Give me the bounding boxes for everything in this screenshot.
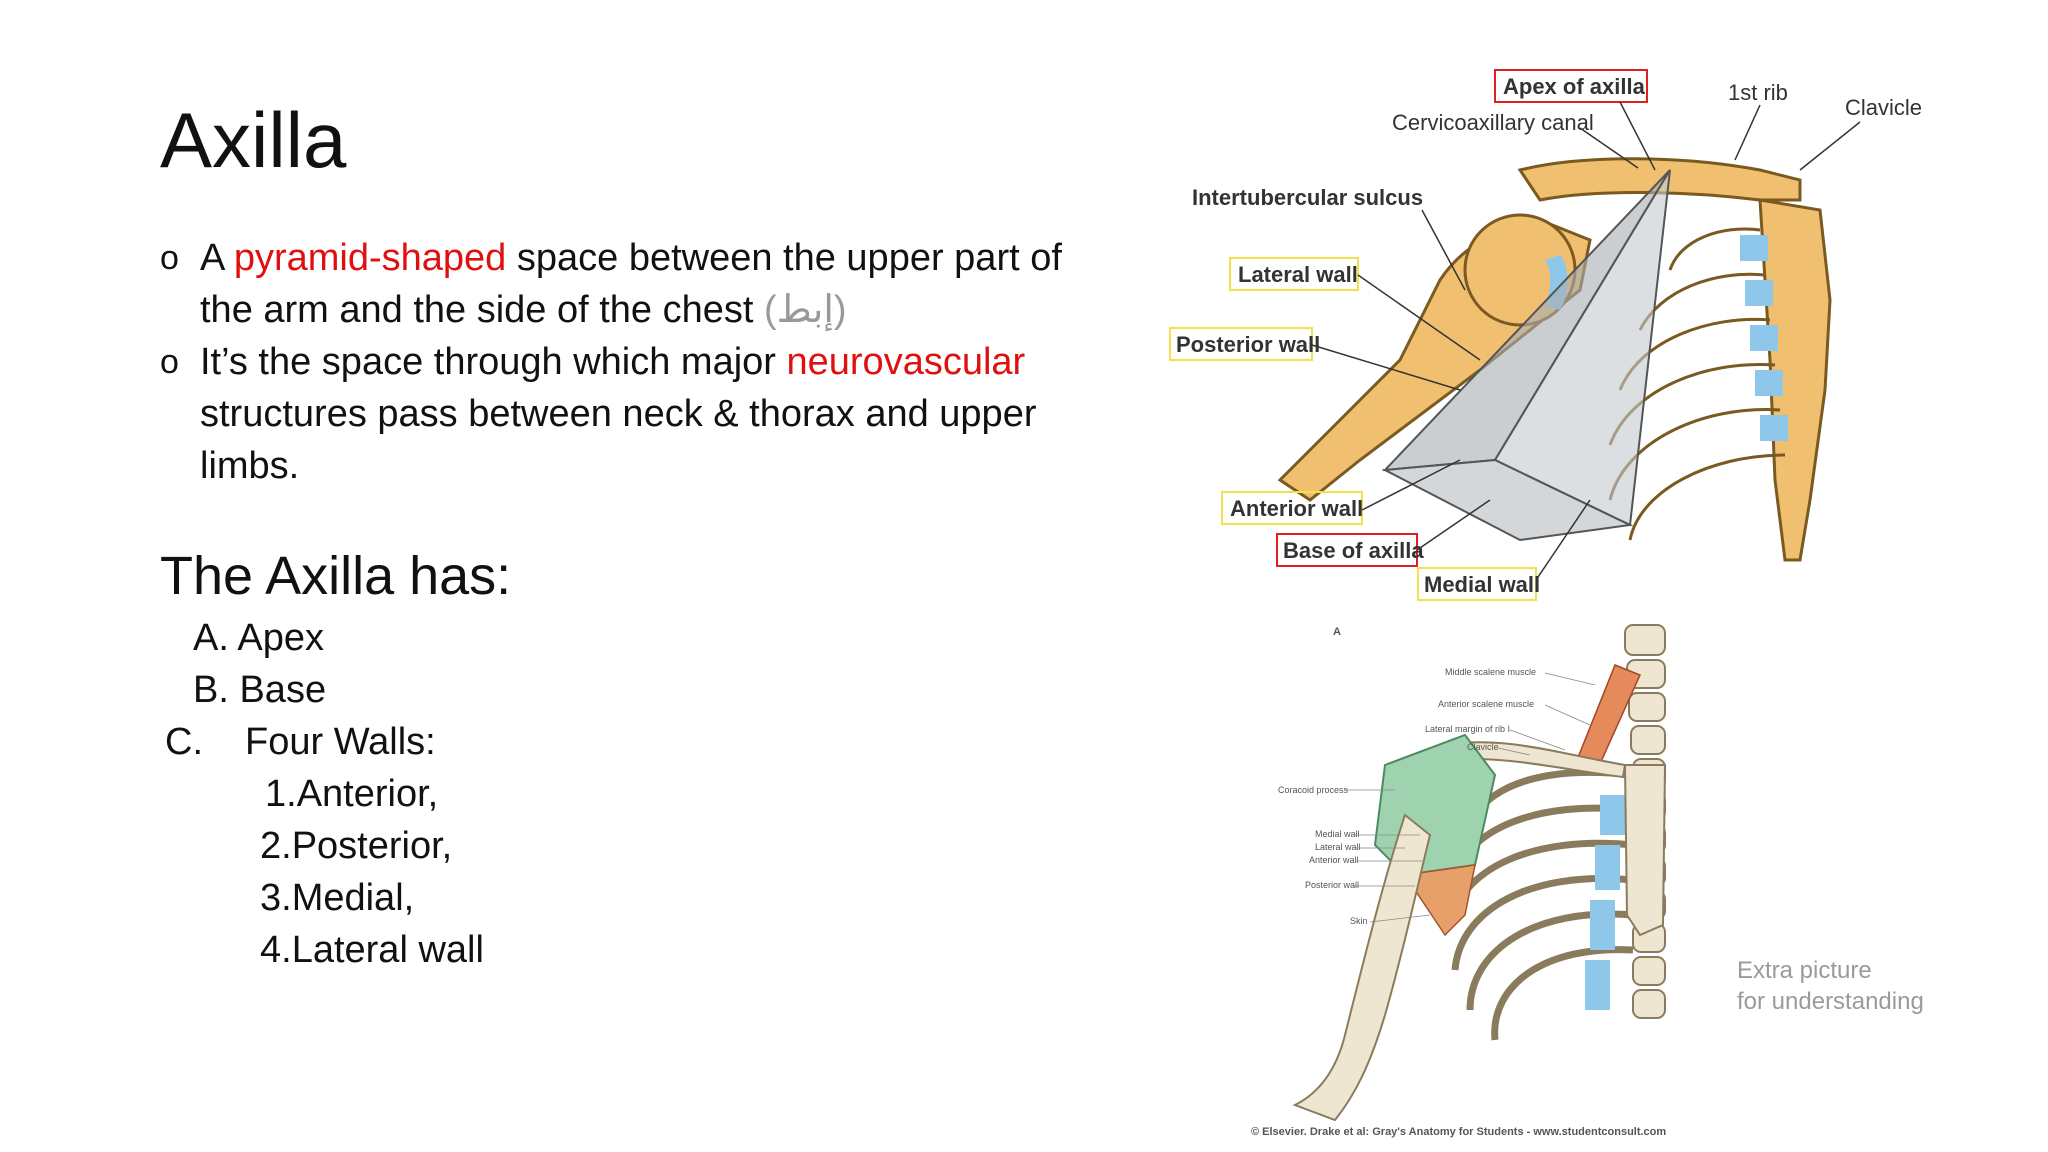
leader-line [1497,747,1531,756]
leader-line [1311,344,1461,391]
leader-line [1579,127,1639,169]
label-box-red [1494,69,1648,103]
vertebra-shape [1632,989,1666,1019]
leader-line [1357,274,1481,361]
label-clavicle: Clavicle [1845,95,1922,120]
bullet-text-end: structures pass between neck & thorax an… [200,393,1037,487]
section-heading: The Axilla has: [160,546,512,606]
label-anterior-scalene: Anterior scalene muscle [1438,699,1534,709]
bullet-item: o A pyramid-shaped space between the upp… [160,232,1080,336]
leader-line [1619,101,1656,171]
slide-title: Axilla [160,96,347,184]
leader-line [1369,914,1431,923]
label-lateral-wall: Lateral wall [1238,262,1358,287]
extra-picture-note: Extra picture for understanding [1737,955,1924,1017]
highlight-term: pyramid-shaped [233,237,507,279]
wall-posterior: 2.Posterior, [260,825,453,867]
bullet-text: It’s the space through which major neuro… [200,336,1080,492]
leader-line [1734,104,1761,161]
bullet-item: o It’s the space through which major neu… [160,336,1080,492]
label-posterior-small: Posterior wall [1305,880,1359,890]
leader-line [1509,729,1566,751]
leader-lines [1345,672,1596,923]
bullet-text-start: It’s the space through which major [200,341,787,383]
bullet-text-start: A [200,237,234,279]
cartilage-shape [1755,370,1783,396]
list-item-apex: A. Apex [193,617,324,659]
label-middle-scalene: Middle scalene muscle [1445,667,1536,677]
label-canal: Cervicoaxillary canal [1392,110,1594,135]
leader-line [1544,704,1591,726]
vertebra-shape [1632,956,1666,986]
vertebra-shape [1624,624,1666,656]
leader-lines [1311,101,1861,581]
label-base: Base of axilla [1283,538,1424,563]
label-posterior-wall: Posterior wall [1176,332,1320,357]
label-sulcus: Intertubercular sulcus [1192,185,1423,210]
label-apex: Apex of axilla [1503,74,1646,99]
cartilage-shape [1595,845,1620,890]
extra-note-line: for understanding [1737,988,1924,1015]
leader-line [1544,672,1596,686]
wall-anterior: 1.Anterior, [265,773,439,815]
leader-line [1421,209,1466,291]
bullet-mark: o [160,239,179,277]
wall-lateral: 4.Lateral wall [260,929,484,971]
label-medial-small: Medial wall [1315,829,1360,839]
highlight-term: neurovascular [786,341,1026,383]
leader-line [1416,499,1491,551]
list-item-walls: Four Walls: [245,721,436,763]
label-lateral-small: Lateral wall [1315,842,1361,852]
rib-line [1668,227,1761,271]
label-coracoid: Coracoid process [1278,785,1349,795]
list-item-letter-c: C. [165,721,203,763]
cartilage-shape [1745,280,1773,306]
cartilage-shape [1590,900,1615,950]
extra-note-line: Extra picture [1737,957,1872,984]
cartilage-shape [1585,960,1610,1010]
vertebra-shape [1628,692,1666,722]
intro-bullets: o A pyramid-shaped space between the upp… [160,232,1080,492]
arabic-term: (إبط) [764,289,847,331]
label-first-rib: 1st rib [1728,80,1788,105]
label-box-yellow [1417,567,1537,601]
leader-line [1361,459,1461,511]
bullet-text: A pyramid-shaped space between the upper… [200,232,1080,336]
skin-region-shape [1403,864,1476,937]
label-clavicle-small: Clavicle [1467,742,1499,752]
cartilage-shape [1600,795,1625,835]
label-box-yellow [1229,257,1359,291]
wall-medial: 3.Medial, [260,877,415,919]
bullet-text-end: space between the upper part of the arm … [200,237,1062,331]
label-anterior-small: Anterior wall [1309,855,1359,865]
label-anterior-wall: Anterior wall [1230,496,1363,521]
vertebra-shape [1630,725,1666,755]
figure-letter: A [1333,626,1341,638]
costal-cartilage-group [1585,795,1625,1010]
bullet-mark: o [160,343,179,381]
label-lateral-margin: Lateral margin of rib I [1425,724,1510,734]
list-item-base: B. Base [193,669,327,711]
cartilage-shape [1750,325,1778,351]
label-box-yellow [1221,491,1363,525]
pyramid-base [1381,458,1634,542]
label-skin: Skin [1350,916,1368,926]
rib-line [1491,946,1634,1041]
axilla-pyramid-diagram: Apex of axilla Cervicoaxillary canal 1st… [1169,69,1922,601]
cartilage-shape [1740,235,1768,261]
clavicle-shape [1443,741,1627,779]
label-medial-wall: Medial wall [1424,572,1540,597]
label-box-yellow [1169,327,1313,361]
sternum-shape [1623,764,1667,937]
cartilage-shape [1760,415,1788,441]
rib-line [1628,453,1786,541]
leader-line [1799,121,1861,171]
humerus-shape [1292,813,1432,1122]
axilla-anatomy-illustration: A Middle scalene muscle An [1251,624,1667,1138]
costal-cartilage-group [1740,235,1788,441]
figure-caption: © Elsevier. Drake et al: Gray's Anatomy … [1251,1126,1666,1138]
leader-line [1535,499,1591,581]
